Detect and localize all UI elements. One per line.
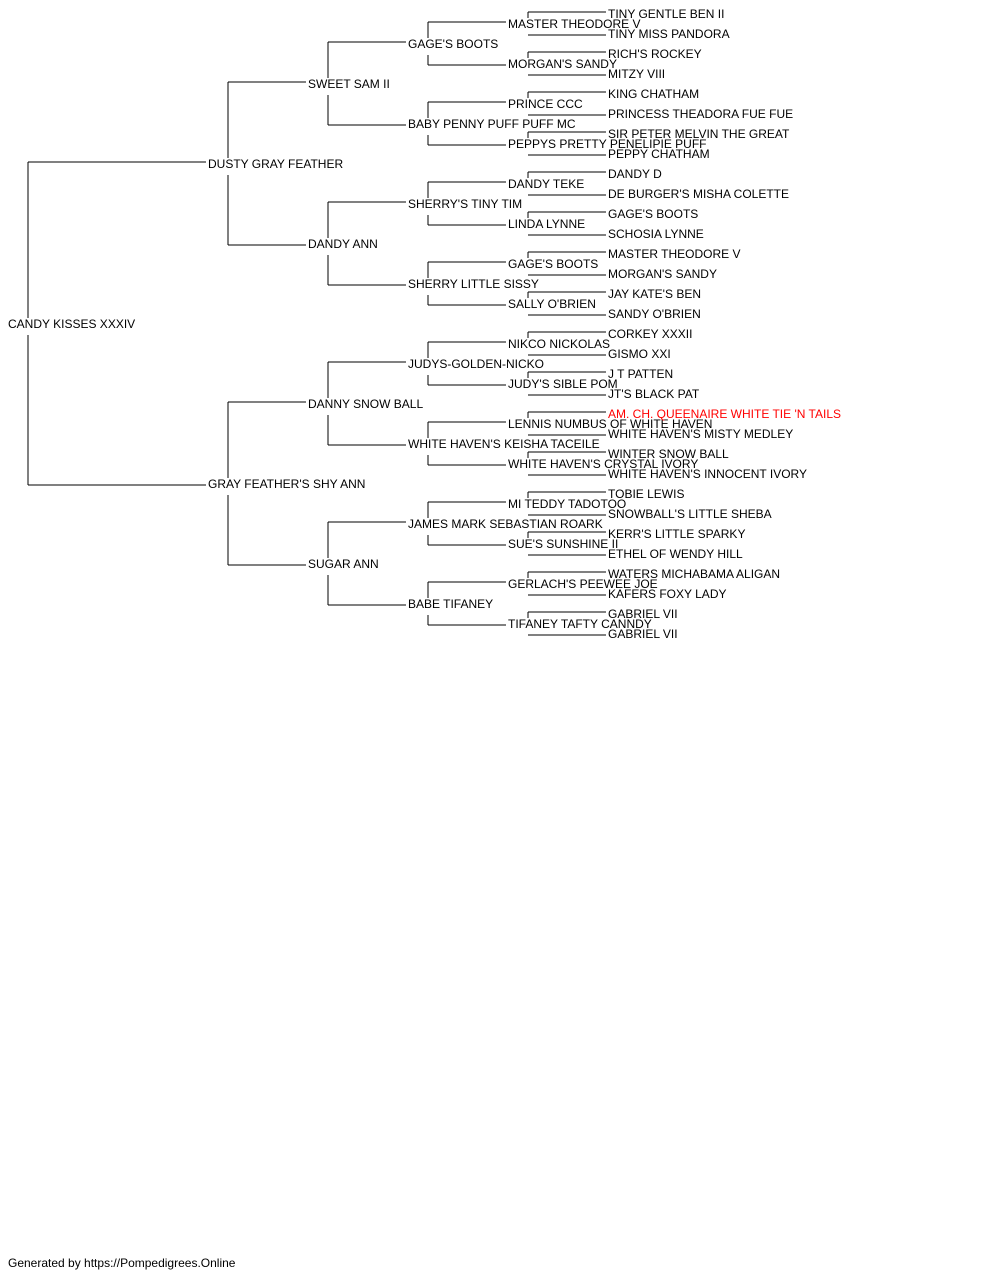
- dog-name: DANDY D: [608, 167, 662, 181]
- dog-name: TINY MISS PANDORA: [608, 27, 730, 41]
- dog-name: SUE'S SUNSHINE II: [508, 537, 618, 551]
- dog-name: JAY KATE'S BEN: [608, 287, 701, 301]
- dog-name: WHITE HAVEN'S INNOCENT IVORY: [608, 467, 807, 481]
- dog-name: DANDY ANN: [308, 237, 378, 251]
- dog-name: CANDY KISSES XXXIV: [8, 317, 135, 331]
- dog-name: CORKEY XXXII: [608, 327, 692, 341]
- dog-name: SUGAR ANN: [308, 557, 379, 571]
- dog-name: WHITE HAVEN'S MISTY MEDLEY: [608, 427, 793, 441]
- dog-name: SNOWBALL'S LITTLE SHEBA: [608, 507, 772, 521]
- dog-name: MI TEDDY TADOTOO: [508, 497, 626, 511]
- dog-name: DANDY TEKE: [508, 177, 584, 191]
- dog-name: J T PATTEN: [608, 367, 673, 381]
- dog-name: GABRIEL VII: [608, 607, 678, 621]
- dog-name: WHITE HAVEN'S CRYSTAL IVORY: [508, 457, 698, 471]
- dog-name: LENNIS NUMBUS OF WHITE HAVEN: [508, 417, 712, 431]
- dog-name: GISMO XXI: [608, 347, 671, 361]
- dog-name: JT'S BLACK PAT: [608, 387, 700, 401]
- dog-name: SHERRY'S TINY TIM: [408, 197, 522, 211]
- dog-name: GERLACH'S PEEWEE JOE: [508, 577, 658, 591]
- dog-name: GAGE'S BOOTS: [508, 257, 598, 271]
- dog-name: GABRIEL VII: [608, 627, 678, 641]
- dog-name: KAFERS FOXY LADY: [608, 587, 726, 601]
- dog-name: SALLY O'BRIEN: [508, 297, 596, 311]
- dog-name: WHITE HAVEN'S KEISHA TACEILE: [408, 437, 600, 451]
- dog-name: SIR PETER MELVIN THE GREAT: [608, 127, 790, 141]
- dog-name: MASTER THEODORE V: [508, 17, 640, 31]
- dog-name: PRINCE CCC: [508, 97, 583, 111]
- footer-credit: Generated by https://Pompedigrees.Online: [8, 1256, 236, 1270]
- dog-name: SANDY O'BRIEN: [608, 307, 701, 321]
- dog-name: DUSTY GRAY FEATHER: [208, 157, 343, 171]
- dog-name: GRAY FEATHER'S SHY ANN: [208, 477, 365, 491]
- dog-name: MORGAN'S SANDY: [608, 267, 717, 281]
- dog-name: MORGAN'S SANDY: [508, 57, 617, 71]
- dog-name: RICH'S ROCKEY: [608, 47, 702, 61]
- dog-name: TINY GENTLE BEN II: [608, 7, 724, 21]
- dog-name: DANNY SNOW BALL: [308, 397, 423, 411]
- dog-name: WATERS MICHABAMA ALIGAN: [608, 567, 780, 581]
- dog-name: WINTER SNOW BALL: [608, 447, 729, 461]
- dog-name-champion: AM. CH. QUEENAIRE WHITE TIE 'N TAILS: [608, 407, 841, 421]
- dog-name: BABE TIFANEY: [408, 597, 493, 611]
- dog-name: DE BURGER'S MISHA COLETTE: [608, 187, 789, 201]
- dog-name: PEPPY CHATHAM: [608, 147, 710, 161]
- dog-name: ETHEL OF WENDY HILL: [608, 547, 743, 561]
- dog-name: PEPPYS PRETTY PENELIPIE PUFF: [508, 137, 707, 151]
- dog-name: SWEET SAM II: [308, 77, 390, 91]
- dog-name: GAGE'S BOOTS: [408, 37, 498, 51]
- dog-name: JAMES MARK SEBASTIAN ROARK: [408, 517, 603, 531]
- dog-name: KERR'S LITTLE SPARKY: [608, 527, 745, 541]
- dog-name: NIKCO NICKOLAS: [508, 337, 610, 351]
- dog-name: SHERRY LITTLE SISSY: [408, 277, 539, 291]
- dog-name: MITZY VIII: [608, 67, 665, 81]
- dog-name: JUDY'S SIBLE POM: [508, 377, 618, 391]
- dog-name: BABY PENNY PUFF PUFF MC: [408, 117, 576, 131]
- dog-name: JUDYS-GOLDEN-NICKO: [408, 357, 544, 371]
- dog-name: GAGE'S BOOTS: [608, 207, 698, 221]
- dog-name: SCHOSIA LYNNE: [608, 227, 704, 241]
- dog-name: TOBIE LEWIS: [608, 487, 684, 501]
- dog-name: KING CHATHAM: [608, 87, 699, 101]
- dog-name: PRINCESS THEADORA FUE FUE: [608, 107, 793, 121]
- dog-name: LINDA LYNNE: [508, 217, 585, 231]
- dog-name: MASTER THEODORE V: [608, 247, 740, 261]
- dog-name: TIFANEY TAFTY CANNDY: [508, 617, 652, 631]
